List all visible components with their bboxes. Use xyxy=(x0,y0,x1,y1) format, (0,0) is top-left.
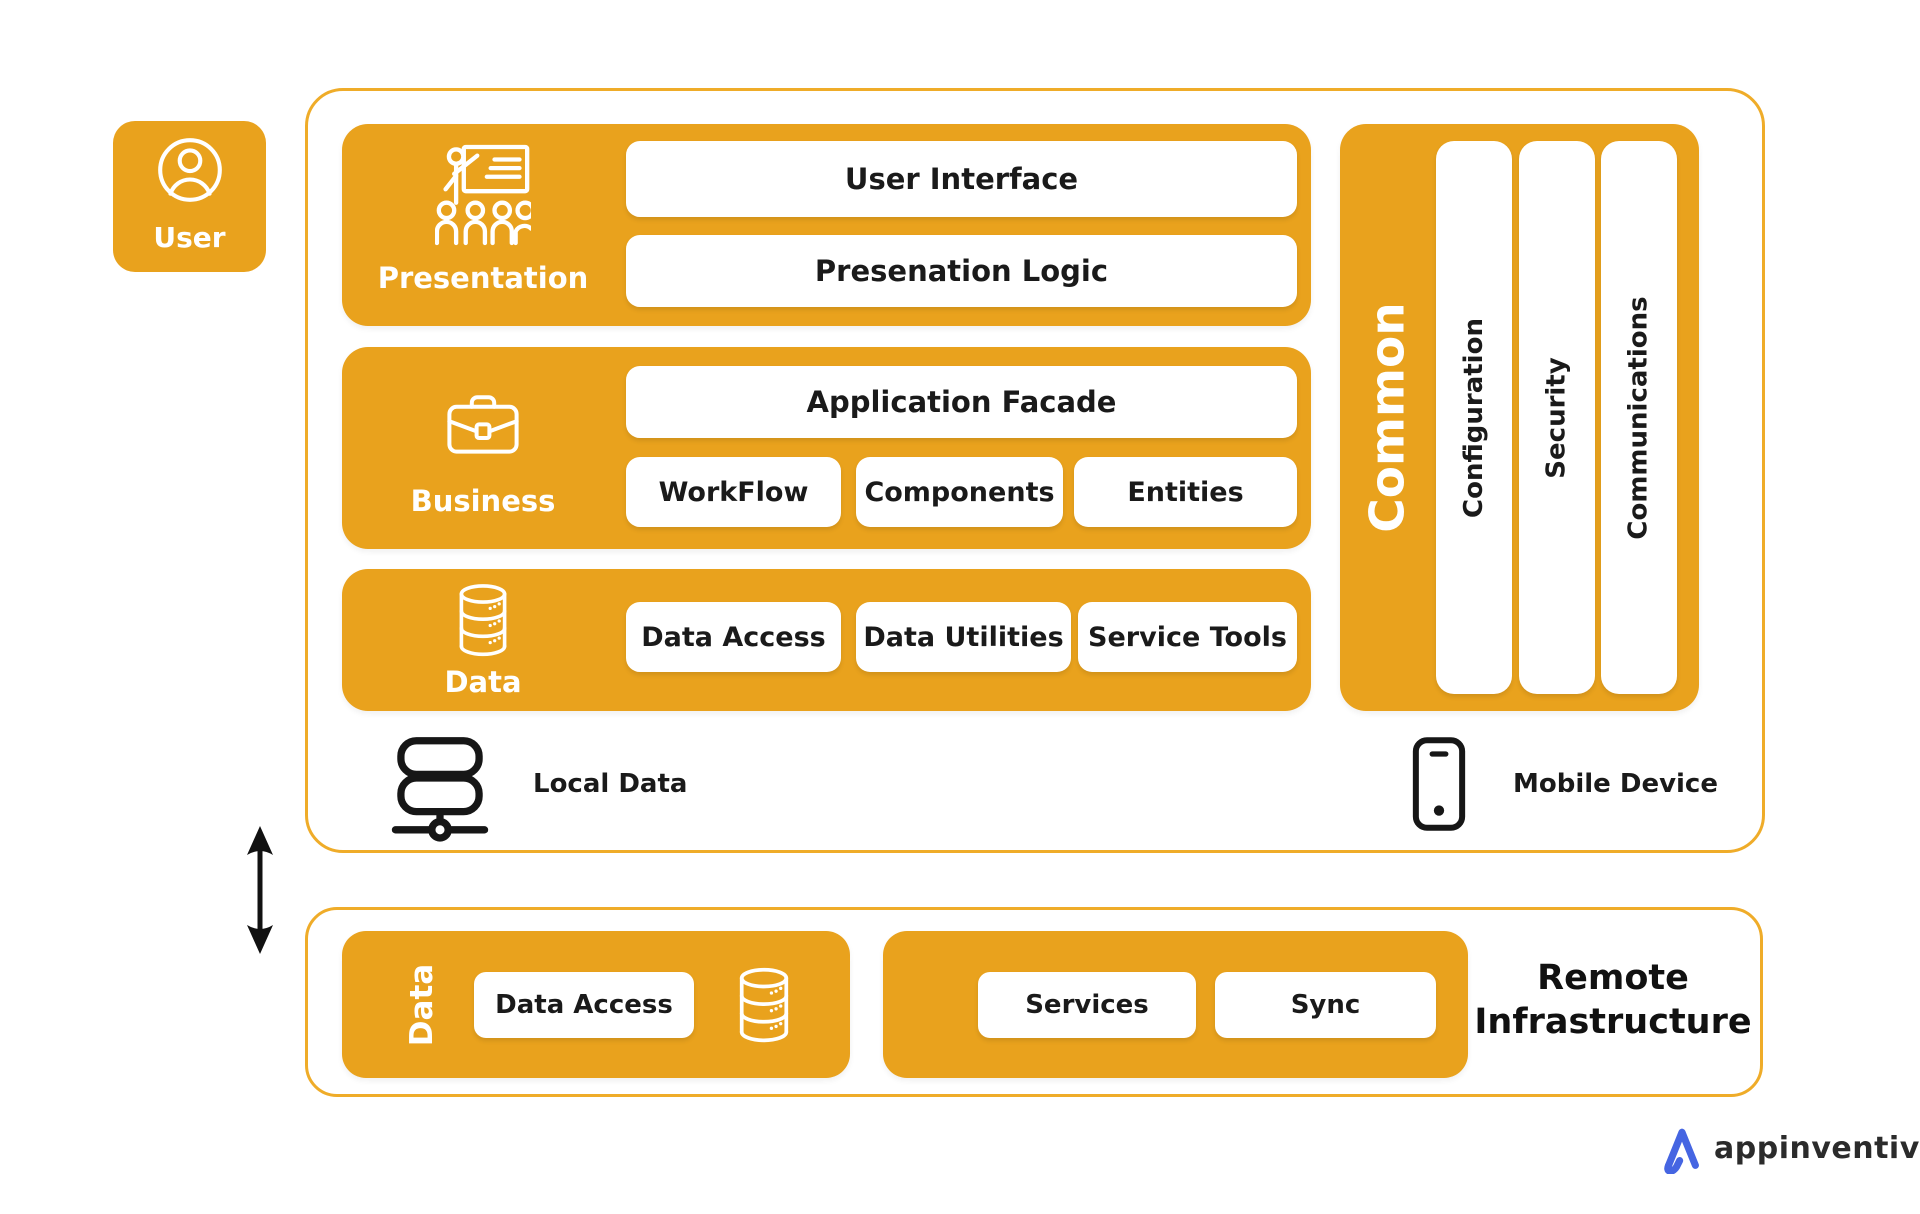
data-access-pill: Data Access xyxy=(626,602,841,672)
communications-label: Communications xyxy=(1624,295,1654,540)
services-block: Services Sync xyxy=(883,931,1468,1078)
remote-data-label-wrap: Data xyxy=(372,931,472,1078)
database-icon xyxy=(459,584,507,657)
business-label: Business xyxy=(410,484,556,518)
appinventiv-logo: appinventiv xyxy=(1658,1122,1920,1174)
data-utilities-pill: Data Utilities xyxy=(856,602,1071,672)
architecture-panel: Presentation User Interface Presenation … xyxy=(305,88,1765,853)
server-stack-icon xyxy=(391,737,489,842)
data-band: Data Data Access Data Utilities Service … xyxy=(342,569,1311,711)
user-label: User xyxy=(153,221,226,254)
common-block: Common Configuration Security Communicat… xyxy=(1340,124,1699,711)
security-pill: Security xyxy=(1519,141,1595,694)
security-label: Security xyxy=(1542,356,1572,479)
briefcase-icon xyxy=(447,395,519,454)
entities-pill: Entities xyxy=(1074,457,1297,527)
user-box: User xyxy=(113,121,266,272)
data-label: Data xyxy=(444,665,522,699)
presenation-logic-pill: Presenation Logic xyxy=(626,235,1297,307)
user-icon xyxy=(157,138,222,202)
remote-panel: Data Data Access Services Sync Remote In… xyxy=(305,907,1763,1097)
smartphone-icon xyxy=(1412,737,1466,831)
components-pill: Components xyxy=(856,457,1063,527)
workflow-pill: WorkFlow xyxy=(626,457,841,527)
triangle-logo-mark xyxy=(1664,1128,1699,1174)
common-label-wrap: Common xyxy=(1340,124,1436,711)
business-band: Business Application Facade WorkFlow Com… xyxy=(342,347,1311,549)
remote-data-access-pill: Data Access xyxy=(474,972,694,1038)
configuration-pill: Configuration xyxy=(1436,141,1512,694)
application-facade-pill: Application Facade xyxy=(626,366,1297,438)
remote-database-icon xyxy=(739,967,789,1043)
service-tools-pill: Service Tools xyxy=(1078,602,1297,672)
mobile-device-label: Mobile Device xyxy=(1513,769,1718,799)
presentation-label: Presentation xyxy=(377,261,589,295)
remote-infrastructure-title: Remote Infrastructure xyxy=(1474,958,1752,1042)
common-label: Common xyxy=(1360,302,1416,533)
communications-pill: Communications xyxy=(1601,141,1677,694)
remote-data-label: Data xyxy=(403,963,440,1046)
double-arrow-icon xyxy=(247,826,273,954)
remote-data-block: Data Data Access xyxy=(342,931,850,1078)
presenter-board-icon xyxy=(435,144,531,246)
sync-pill: Sync xyxy=(1215,972,1436,1038)
configuration-label: Configuration xyxy=(1459,317,1489,518)
user-interface-pill: User Interface xyxy=(626,141,1297,217)
services-pill: Services xyxy=(978,972,1196,1038)
local-data-label: Local Data xyxy=(533,769,688,799)
presentation-band: Presentation User Interface Presenation … xyxy=(342,124,1311,326)
logo-text: appinventiv xyxy=(1714,1130,1920,1166)
